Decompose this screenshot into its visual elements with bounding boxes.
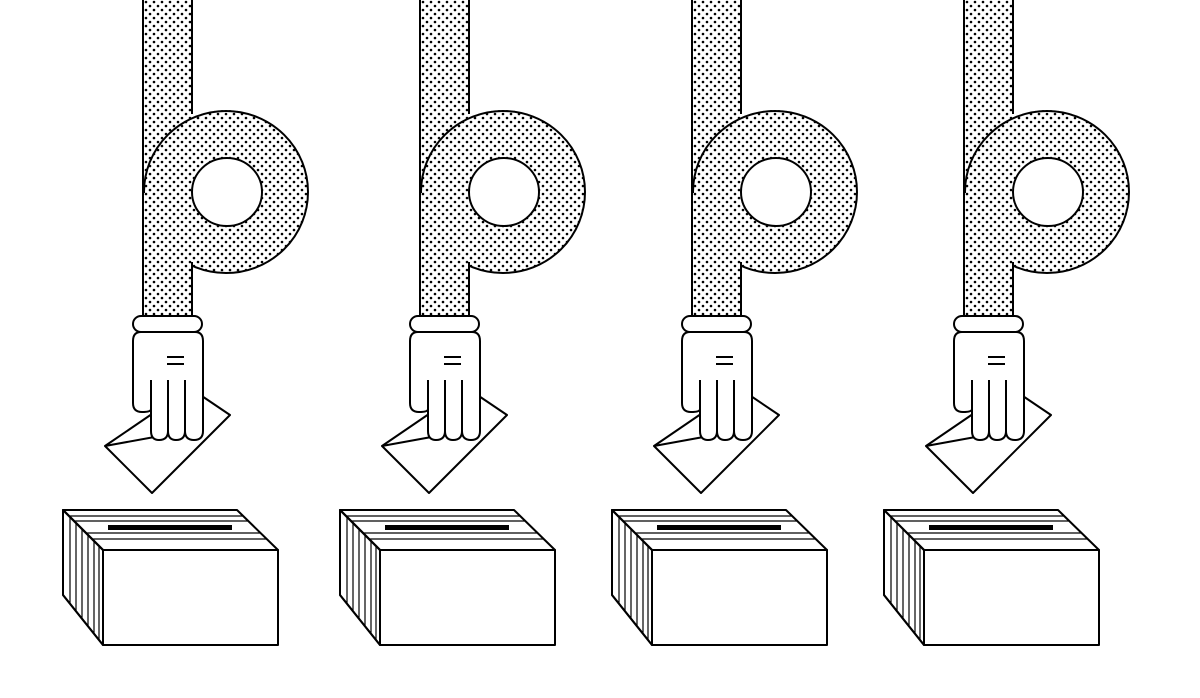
voter-figure-3 (609, 0, 857, 650)
voter-figure-2 (337, 0, 585, 650)
voter-figure-4 (881, 0, 1129, 650)
voter-figure-1 (60, 0, 308, 650)
